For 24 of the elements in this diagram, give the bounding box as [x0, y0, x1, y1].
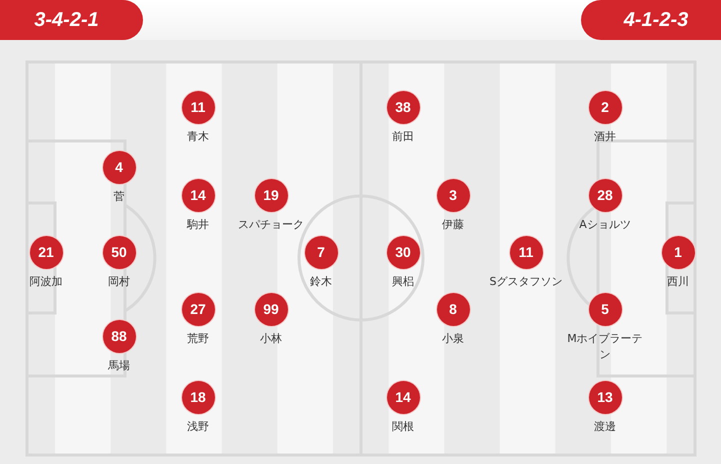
- player-name: 伊藤: [442, 216, 464, 232]
- player-name: 駒井: [187, 216, 209, 232]
- player-name: 馬場: [108, 358, 130, 374]
- player-name: 荒野: [187, 330, 209, 346]
- player-name: 西川: [667, 274, 689, 290]
- player-name: 菅: [114, 188, 124, 204]
- player-name: 関根: [392, 418, 414, 434]
- player-name: Sグスタフソン: [490, 274, 562, 290]
- player-name: 小林: [260, 330, 282, 346]
- player-name: 小泉: [442, 330, 464, 346]
- player-name: 興梠: [392, 274, 414, 290]
- player-name: 浅野: [187, 418, 209, 434]
- player-name: スパチョーク: [238, 216, 304, 232]
- player-name: 酒井: [594, 128, 616, 144]
- player-name: Aショルツ: [579, 216, 631, 232]
- player-name: 渡邊: [594, 418, 616, 434]
- formation-banner: 3-4-2-1: [0, 0, 143, 40]
- player-name: 岡村: [108, 274, 130, 290]
- player-name: 青木: [187, 128, 209, 144]
- player-name: Mホイブラーテン: [566, 330, 644, 362]
- player-name: 阿波加: [30, 274, 62, 290]
- formation-banner: 4-1-2-3: [581, 0, 721, 40]
- player-name: 鈴木: [310, 274, 332, 290]
- player-name: 前田: [392, 128, 414, 144]
